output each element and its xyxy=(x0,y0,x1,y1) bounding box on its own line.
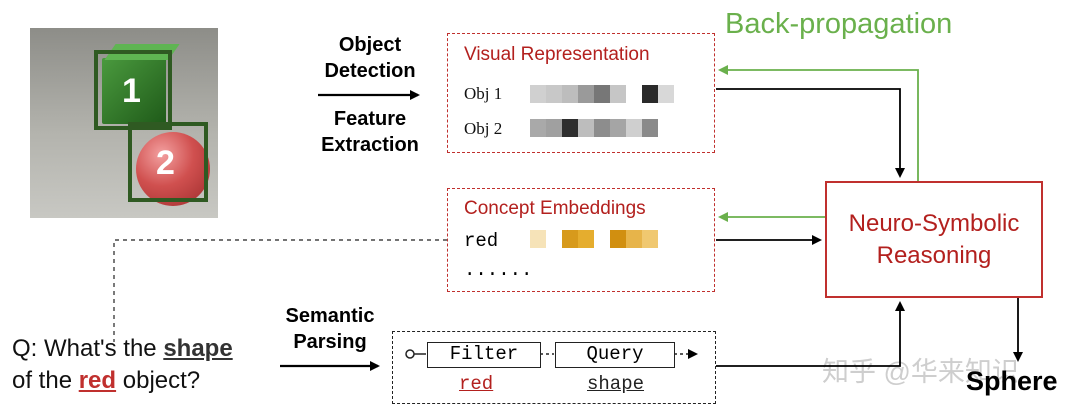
bbox-label-1: 1 xyxy=(122,72,141,110)
feature-cell xyxy=(578,85,594,103)
feature-cell xyxy=(626,85,642,103)
bbox-object-1 xyxy=(94,50,172,130)
embedding-cell xyxy=(610,230,626,248)
question-line-1: Q: What's the shape xyxy=(12,335,233,362)
obj1-label: Obj 1 xyxy=(464,84,503,103)
feature-cell xyxy=(658,85,674,103)
feature-cell xyxy=(530,85,546,103)
feature-extraction-label: Feature Extraction xyxy=(321,108,419,156)
feature-cell xyxy=(546,119,562,137)
concept-embedding-vector xyxy=(530,230,670,248)
embedding-cell xyxy=(546,230,562,248)
object-detection-label: Object Detection xyxy=(324,34,416,82)
embedding-cell xyxy=(562,230,578,248)
query-argument: shape xyxy=(587,373,645,395)
concept-embeddings-title: Concept Embeddings xyxy=(464,198,646,219)
obj2-feature-vector xyxy=(530,119,710,137)
embedding-cell xyxy=(626,230,642,248)
feature-cell xyxy=(642,119,658,137)
scene-image: 1 2 xyxy=(30,28,218,218)
bbox-label-2: 2 xyxy=(156,144,175,182)
query-token: Query xyxy=(555,342,675,368)
bbox-object-2 xyxy=(128,122,208,202)
concept-embeddings-box: Concept Embeddings red ...... xyxy=(447,188,715,292)
embedding-cell xyxy=(578,230,594,248)
green-cube xyxy=(102,58,166,124)
feature-cell xyxy=(626,119,642,137)
visual-to-reasoning-arrow xyxy=(716,88,905,178)
red-highlight: red xyxy=(78,367,117,394)
feature-cell xyxy=(594,119,610,137)
red-sphere xyxy=(136,132,210,206)
obj2-label: Obj 2 xyxy=(464,119,503,138)
backprop-visual-arrow xyxy=(718,65,919,181)
feature-cell xyxy=(642,85,658,103)
concept-ellipsis: ...... xyxy=(464,259,533,281)
obj1-feature-vector xyxy=(530,85,710,103)
embedding-cell xyxy=(594,230,610,248)
semantic-parsing-label: Semantic Parsing xyxy=(285,305,375,353)
visual-representation-title: Visual Representation xyxy=(464,44,650,65)
feature-cell xyxy=(530,119,546,137)
filter-token: Filter xyxy=(427,342,541,368)
feature-cell xyxy=(610,85,626,103)
question-line-2: of the red object? xyxy=(12,367,201,394)
program-box: Filter Query red shape xyxy=(392,331,716,404)
feature-cell xyxy=(594,85,610,103)
feature-cell xyxy=(562,85,578,103)
filter-argument: red xyxy=(459,373,494,395)
question-text: Q: What's the shape of the red object? xyxy=(12,333,280,397)
feature-cell xyxy=(578,119,594,137)
answer-text: Sphere xyxy=(966,366,1058,396)
reasoning-label: Neuro-Symbolic Reasoning xyxy=(848,209,1020,269)
embedding-cell xyxy=(530,230,546,248)
embedding-cell xyxy=(642,230,658,248)
neuro-symbolic-reasoning-box: Neuro-Symbolic Reasoning xyxy=(825,181,1043,298)
concept-word: red xyxy=(464,230,499,252)
shape-highlight: shape xyxy=(163,335,233,362)
feature-cell xyxy=(546,85,562,103)
feature-cell xyxy=(610,119,626,137)
feature-cell xyxy=(562,119,578,137)
back-propagation-label: Back-propagation xyxy=(725,8,953,40)
visual-representation-box: Visual Representation Obj 1 Obj 2 xyxy=(447,33,715,153)
